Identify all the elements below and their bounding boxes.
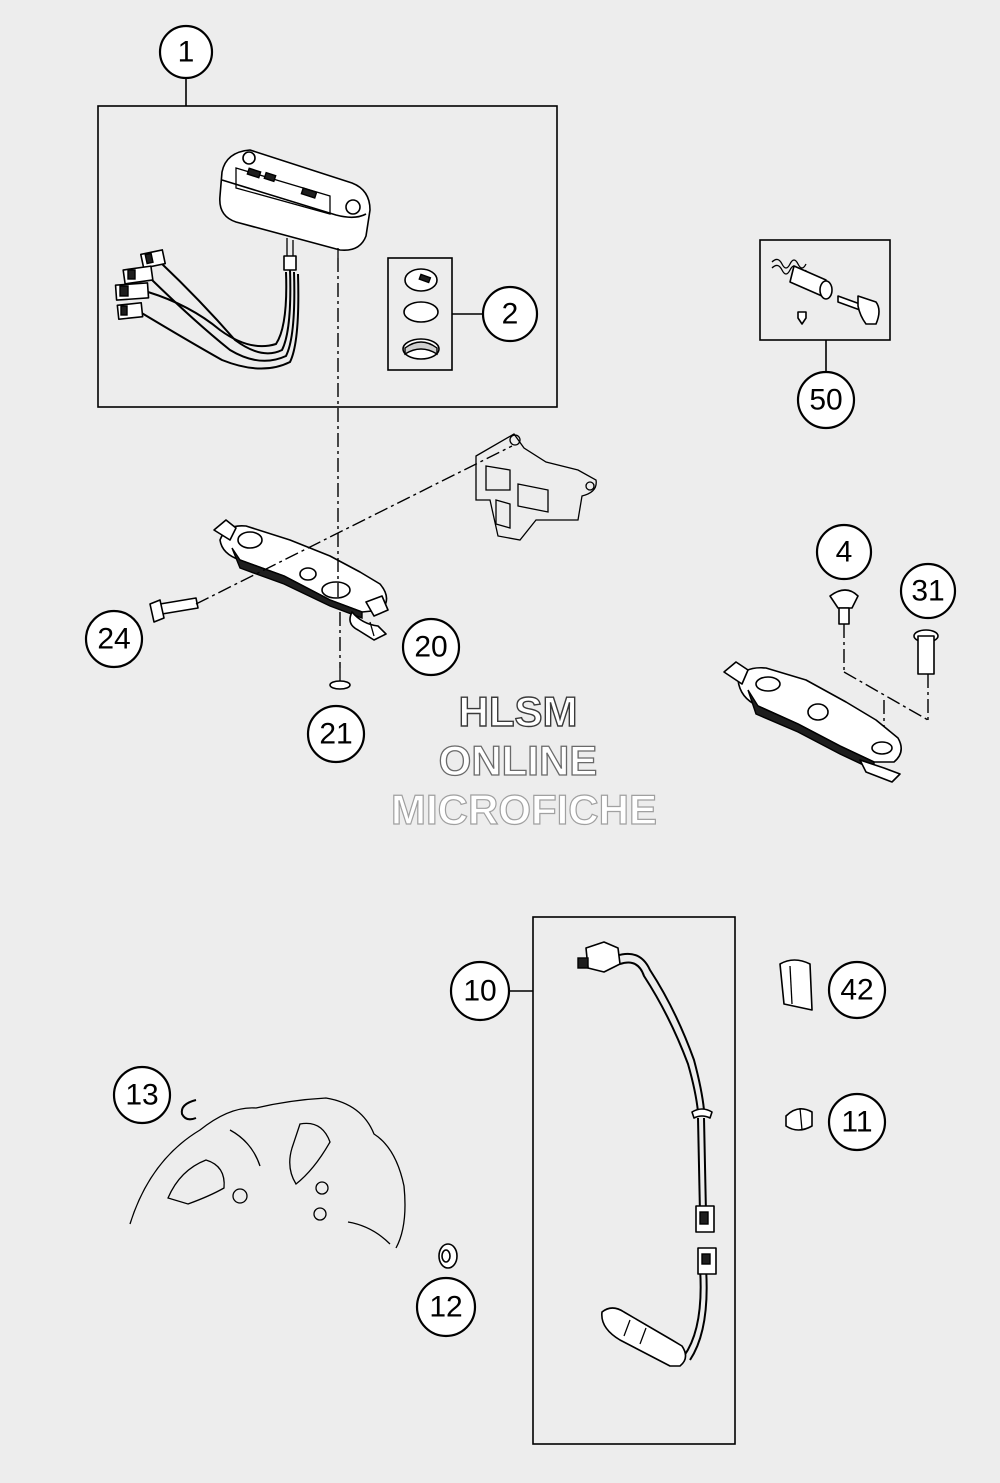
- lock-cylinder[interactable]: [789, 265, 833, 300]
- callout-1[interactable]: 1: [158, 24, 214, 80]
- watermark-line1: HLSM: [459, 688, 578, 735]
- connector-3: [114, 282, 150, 301]
- callout-13-label: 13: [125, 1079, 158, 1112]
- callout-31[interactable]: 31: [899, 562, 957, 620]
- key-part[interactable]: [837, 295, 880, 325]
- callout-11[interactable]: 11: [827, 1092, 887, 1152]
- callout-42-label: 42: [840, 974, 873, 1007]
- plug-31[interactable]: [913, 629, 939, 675]
- plug-4[interactable]: [829, 589, 859, 625]
- callout-11-label: 11: [841, 1106, 872, 1139]
- oxygen-sensor[interactable]: [601, 1307, 687, 1367]
- speedometer-part[interactable]: [219, 149, 371, 271]
- lock-screw[interactable]: [797, 311, 807, 325]
- clip-42[interactable]: [779, 959, 813, 1011]
- callout-20[interactable]: 20: [401, 617, 461, 677]
- clamp-bracket-20[interactable]: [349, 611, 387, 641]
- assembly-box-10: [532, 916, 736, 1445]
- callout-42[interactable]: 42: [827, 960, 887, 1020]
- sensor-connector-low[interactable]: [697, 1247, 717, 1275]
- connector-4: [116, 301, 144, 321]
- harness-wires: [139, 261, 300, 370]
- callout-21-label: 21: [319, 718, 352, 751]
- callout-12[interactable]: 12: [415, 1276, 477, 1338]
- callout-12-label: 12: [429, 1291, 462, 1324]
- watermark-line3: MICROFICHE: [391, 786, 657, 833]
- assembly-box-50: [759, 239, 891, 341]
- triple-clamp-right[interactable]: [723, 661, 902, 783]
- engine-cover: [129, 1097, 406, 1249]
- centerline-2: [195, 445, 513, 605]
- callout-31-label: 31: [911, 575, 944, 608]
- sensor-cable[interactable]: [615, 952, 713, 1361]
- connector-2: [122, 265, 154, 285]
- callout-10-label: 10: [463, 975, 496, 1008]
- sensor-connector-mid[interactable]: [695, 1205, 715, 1233]
- clip-11[interactable]: [785, 1107, 813, 1131]
- callout-4[interactable]: 4: [815, 523, 873, 581]
- callout-2-label: 2: [502, 298, 519, 331]
- grommet-12[interactable]: [438, 1243, 458, 1269]
- bolt-24[interactable]: [149, 597, 199, 623]
- callout-10[interactable]: 10: [449, 960, 511, 1022]
- callout-24-label: 24: [97, 623, 130, 656]
- screw-21[interactable]: [329, 668, 351, 690]
- watermark-line2: ONLINE: [439, 737, 598, 784]
- triple-clamp[interactable]: [213, 519, 389, 620]
- callout-1-label: 1: [178, 36, 195, 69]
- connector-1: [139, 249, 167, 269]
- bracket-plate: [475, 433, 597, 541]
- gasket-ring[interactable]: [403, 301, 439, 323]
- cap-part[interactable]: [404, 268, 438, 292]
- callout-21[interactable]: 21: [306, 704, 366, 764]
- callout-20-label: 20: [414, 631, 447, 664]
- callout-4-label: 4: [836, 536, 853, 569]
- centerline-5: [843, 671, 929, 721]
- assembly-box-1: [97, 105, 558, 408]
- clip-part[interactable]: [402, 338, 440, 360]
- callout-2[interactable]: 2: [481, 285, 539, 343]
- callout-13[interactable]: 13: [112, 1065, 172, 1125]
- callout-50-label: 50: [809, 384, 842, 417]
- circlip-13[interactable]: [180, 1099, 197, 1121]
- callout-50[interactable]: 50: [796, 370, 856, 430]
- sensor-connector-top[interactable]: [577, 941, 621, 973]
- callout-24[interactable]: 24: [84, 609, 144, 669]
